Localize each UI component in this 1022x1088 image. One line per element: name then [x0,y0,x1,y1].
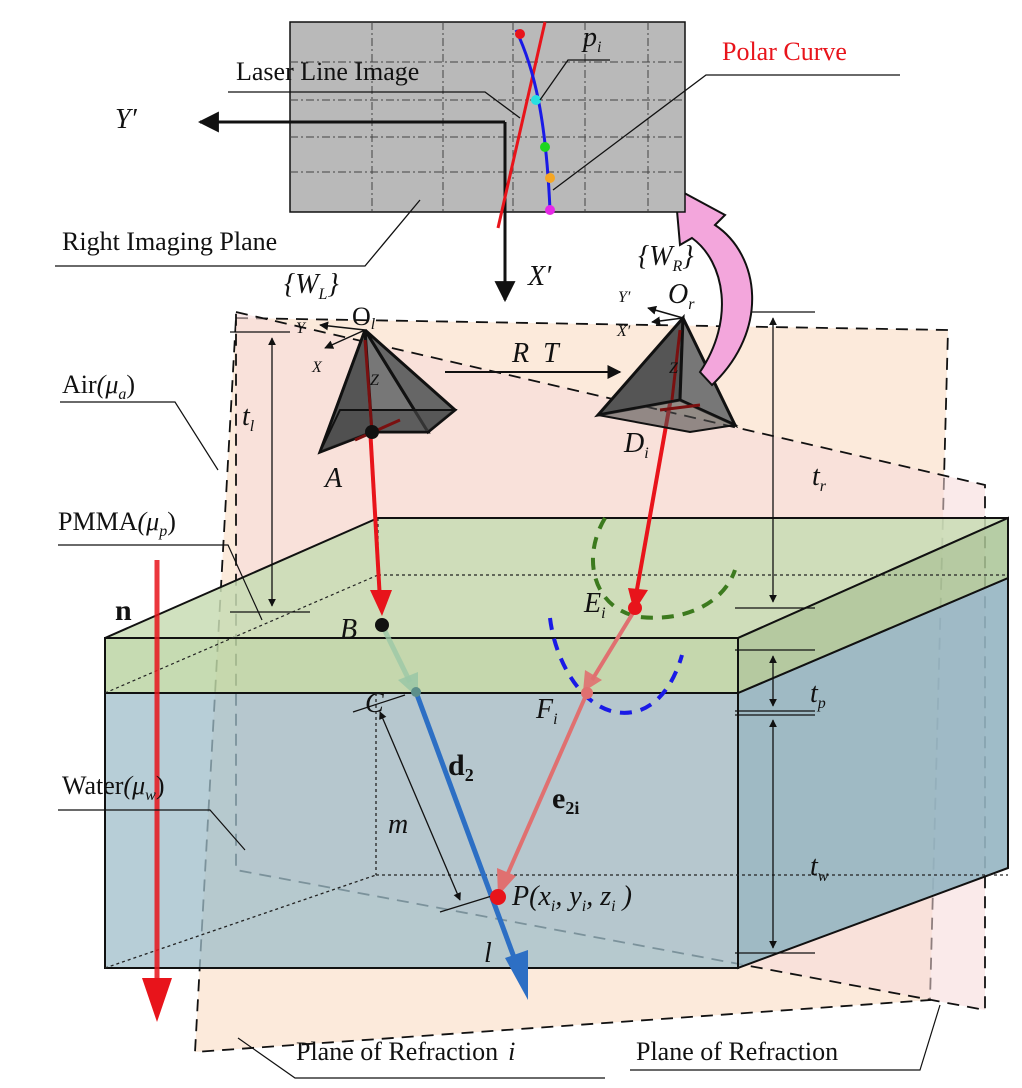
water-box [104,576,1009,970]
e2i-label: e2i [552,782,579,818]
m-label: m [388,809,408,840]
leader-lines [58,401,941,1079]
point-a [365,425,379,439]
laser-line-image-label: Laser Line Image [236,57,419,86]
o-r-label: Or [668,279,695,313]
water-label: Water(μw) [62,771,164,804]
rt-label: R T [511,338,561,369]
transfer-curved-arrow-icon [673,186,754,387]
air-label: Air(μa) [62,370,135,403]
p-i-label: pi [581,22,601,56]
t-w-label: tw [810,851,829,885]
d2-label: d2 [448,749,474,785]
w-r-label: {WR} [638,241,694,275]
t-p-label: tp [810,678,826,712]
left-camera-pyramid [317,321,458,455]
t-l-label: tl [242,401,255,435]
x-prime-label: X′ [527,261,552,292]
y-prime-label: Y′ [115,104,138,135]
l-label: l [484,938,492,969]
b-label: B [340,614,357,645]
normal-vector [142,560,172,1022]
point-c [411,687,421,697]
w-l-label: {WL} [284,269,339,303]
cam-l-x-label: X [311,359,323,376]
d-i-label: Di [623,428,649,462]
m-dimension [352,694,496,913]
polar-curve-label: Polar Curve [722,37,847,66]
right-imaging-plane [55,21,900,303]
n-label: n [115,594,132,627]
laser-line [496,21,547,229]
cam-r-y-label: Y′ [618,289,631,306]
point-f [581,687,593,699]
right-imaging-plane-label: Right Imaging Plane [62,227,277,256]
cam-l-y-label: Y [296,320,307,337]
p-point-label: P(xi, yi, zi ) [511,881,632,915]
t-r-label: tr [812,461,827,495]
point-p [490,889,506,905]
f-i-label: Fi [535,694,558,728]
c-label: C [365,688,384,719]
cam-r-x-label: X′ [616,323,631,340]
o-l-label: Ol [352,302,376,333]
pmma-label: PMMA(μp) [58,507,176,540]
e-i-label: Ei [583,588,606,622]
point-b [375,618,389,632]
cam-r-z-label: Z [669,360,679,377]
point-e [628,601,642,615]
a-label: A [323,463,343,494]
cam-l-z-label: Z [370,372,380,389]
plane-of-refraction-label: Plane of Refraction [636,1037,838,1066]
